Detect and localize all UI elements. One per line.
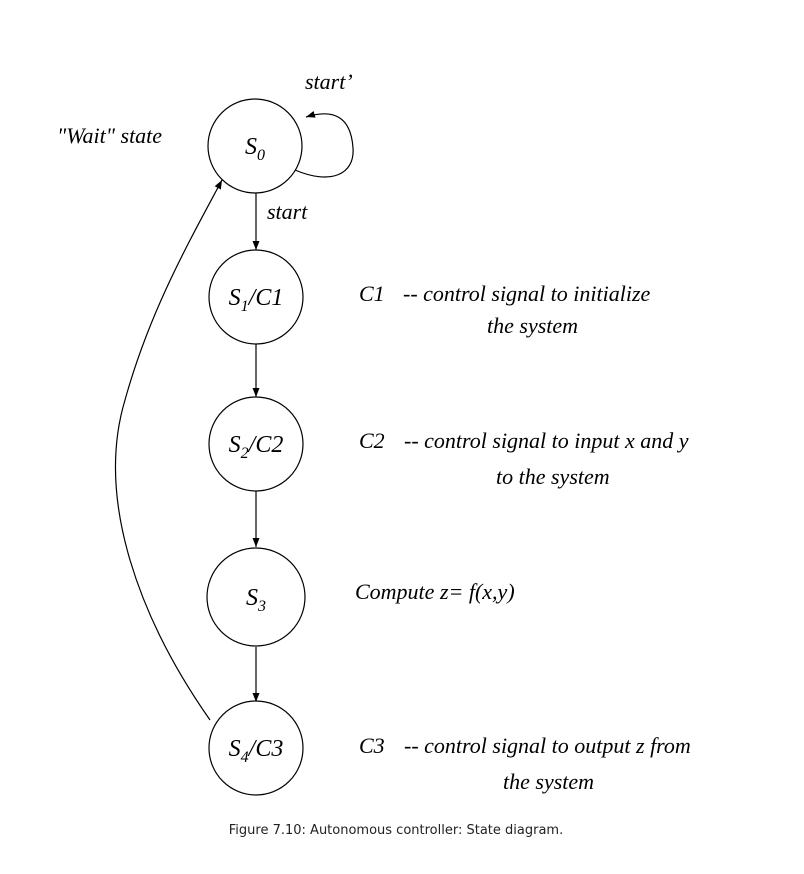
note-compute-text: Compute z= f(x,y): [355, 579, 515, 604]
state-s0-circle: [207, 98, 303, 194]
state-s3-label: S3: [246, 585, 266, 615]
state-s1-circle: [208, 249, 304, 345]
note-c1-code: C1: [359, 281, 385, 306]
note-c3-line2: the system: [503, 769, 594, 794]
edge-s0-self-loop: [294, 110, 354, 178]
wait-state-label: "Wait" state: [57, 123, 162, 148]
state-s0: S0: [207, 98, 303, 194]
figure-caption: Figure 7.10: Autonomous controller: Stat…: [229, 823, 563, 838]
start-transition-label: start: [267, 199, 308, 224]
state-s2-circle: [208, 396, 304, 492]
note-c3-code: C3: [359, 733, 385, 758]
note-c1: C1 -- control signal to initialize the s…: [359, 281, 651, 338]
state-s2: S2/C2: [208, 396, 304, 492]
state-s4-circle: [208, 700, 304, 796]
state-s3-circle: [206, 547, 306, 647]
edges: [114, 110, 354, 721]
self-loop-label: start’: [305, 69, 353, 94]
state-s3: S3: [206, 547, 306, 647]
edge-s4-to-s0: [114, 179, 223, 721]
note-c1-line2: the system: [487, 313, 578, 338]
note-c2-line2: to the system: [496, 464, 610, 489]
state-s4: S4/C3: [208, 700, 304, 796]
note-c2: C2 -- control signal to input x and y to…: [359, 428, 689, 489]
state-s0-label: S0: [245, 134, 265, 164]
state-s1-label: S1/C1: [229, 285, 284, 315]
state-s4-label: S4/C3: [229, 736, 284, 766]
note-c2-code: C2: [359, 428, 385, 453]
note-c2-line1: -- control signal to input x and y: [404, 428, 689, 453]
state-s2-label: S2/C2: [229, 432, 284, 462]
state-s1: S1/C1: [208, 249, 304, 345]
note-c3: C3 -- control signal to output z from th…: [359, 733, 691, 794]
note-c1-line1: -- control signal to initialize: [403, 281, 651, 306]
note-c3-line1: -- control signal to output z from: [404, 733, 691, 758]
note-compute: Compute z= f(x,y): [355, 579, 515, 604]
